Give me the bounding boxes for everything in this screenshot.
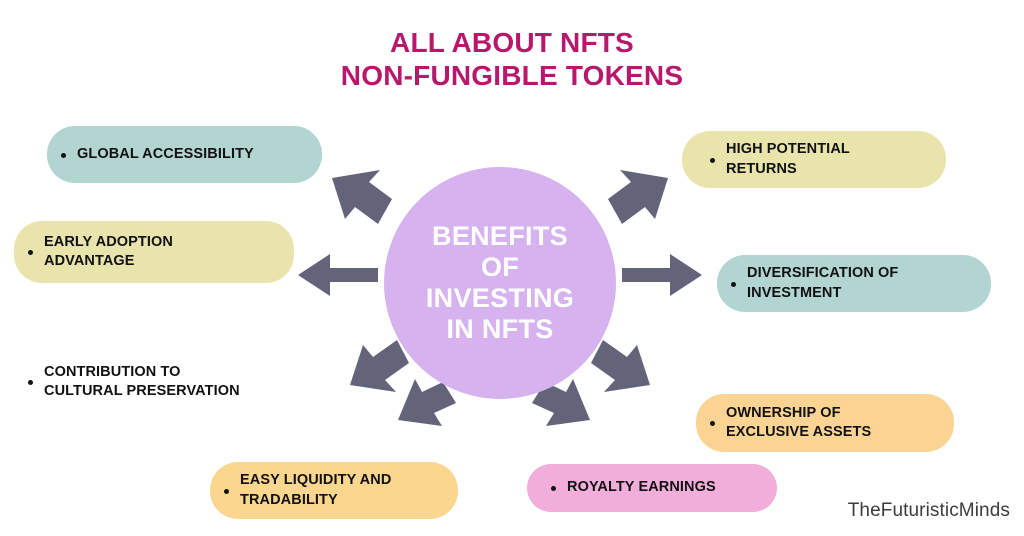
benefit-pill-global-accessibility[interactable]: GLOBAL ACCESSIBILITY — [47, 126, 322, 183]
benefit-label-line-2: CULTURAL PRESERVATION — [44, 383, 240, 399]
benefit-label-line-2: TRADABILITY — [240, 491, 338, 508]
center-node: BENEFITS OF INVESTING IN NFTS — [384, 167, 616, 399]
center-line-3: INVESTING — [425, 283, 575, 313]
benefit-pill-ownership-exclusive-assets[interactable]: OWNERSHIP OF EXCLUSIVE ASSETS — [696, 394, 954, 452]
arrow-right-diversification — [622, 254, 702, 296]
arrow-up-right-high-potential — [608, 170, 668, 224]
bullet-icon — [28, 380, 33, 385]
benefit-label: HIGH POTENTIAL RETURNS — [726, 140, 850, 179]
benefit-label-line-2: INVESTMENT — [747, 284, 842, 301]
arrow-left-early-adoption — [298, 254, 378, 296]
benefit-label-line-1: DIVERSIFICATION OF — [747, 265, 899, 282]
benefit-pill-high-potential-returns[interactable]: HIGH POTENTIAL RETURNS — [682, 131, 946, 188]
benefit-label: OWNERSHIP OF EXCLUSIVE ASSETS — [726, 404, 871, 443]
benefit-label-line-2: ADVANTAGE — [44, 253, 135, 269]
benefit-label: GLOBAL ACCESSIBILITY — [77, 145, 254, 164]
benefit-pill-easy-liquidity-tradability[interactable]: EASY LIQUIDITY AND TRADABILITY — [210, 462, 458, 519]
watermark: TheFuturisticMinds — [847, 500, 1010, 521]
bullet-icon — [710, 157, 715, 163]
title-line-1: ALL ABOUT NFTS — [390, 27, 634, 58]
benefit-pill-diversification-investment[interactable]: DIVERSIFICATION OF INVESTMENT — [717, 255, 991, 312]
benefit-pill-contribution-cultural-preservation[interactable]: CONTRIBUTION TO CULTURAL PRESERVATION — [0, 353, 322, 411]
bullet-icon — [28, 250, 33, 255]
bullet-icon — [731, 281, 736, 287]
bullet-icon — [224, 488, 229, 494]
benefit-label-line-1: EARLY ADOPTION — [44, 233, 173, 250]
benefit-label-line-1: HIGH POTENTIAL — [726, 141, 850, 158]
arrow-down-left-cultural-preservation — [350, 340, 409, 392]
center-line-2: OF — [480, 252, 520, 283]
arrow-down-right-ownership — [591, 340, 650, 392]
benefit-label: CONTRIBUTION TO CULTURAL PRESERVATION — [44, 363, 240, 402]
benefit-label-line-1: CONTRIBUTION TO — [44, 363, 181, 380]
arrow-up-left-global-accessibility — [332, 170, 392, 224]
bullet-icon — [61, 152, 66, 158]
benefit-label-line-1: EASY LIQUIDITY AND — [240, 472, 392, 489]
center-line-1: BENEFITS — [432, 221, 568, 252]
benefit-label-line-1: ROYALTY EARNINGS — [567, 479, 716, 496]
bullet-icon — [551, 486, 556, 491]
title-line-2: NON-FUNGIBLE TOKENS — [340, 60, 684, 92]
bullet-icon — [710, 421, 715, 426]
benefit-label-line-1: OWNERSHIP OF — [726, 404, 841, 421]
benefit-label-line-2: RETURNS — [726, 160, 797, 177]
page-title: ALL ABOUT NFTS NON-FUNGIBLE TOKENS — [0, 26, 1024, 92]
benefit-label: ROYALTY EARNINGS — [567, 478, 716, 497]
benefit-pill-royalty-earnings[interactable]: ROYALTY EARNINGS — [527, 464, 777, 512]
benefit-label: EASY LIQUIDITY AND TRADABILITY — [240, 471, 391, 510]
benefit-label-line-2: EXCLUSIVE ASSETS — [726, 424, 872, 440]
center-line-4: IN NFTS — [446, 313, 554, 344]
benefit-label-line-1: GLOBAL ACCESSIBILITY — [77, 145, 254, 162]
benefit-label: EARLY ADOPTION ADVANTAGE — [44, 233, 173, 272]
benefit-label: DIVERSIFICATION OF INVESTMENT — [747, 264, 898, 303]
benefit-pill-early-adoption-advantage[interactable]: EARLY ADOPTION ADVANTAGE — [14, 221, 294, 283]
